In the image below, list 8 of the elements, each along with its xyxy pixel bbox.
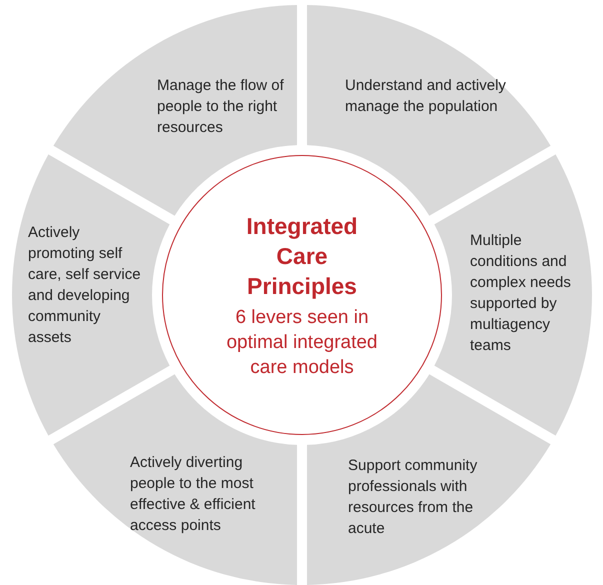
center-subtitle: 6 levers seen in optimal integrated care models: [225, 306, 379, 380]
lever-text: Actively diverting people to the most effective & efficient access points: [130, 453, 256, 536]
lever-text: Actively promoting self care, self service and developing community assets: [28, 223, 142, 348]
center-title: Integrated Care Principles: [245, 212, 359, 300]
lever-text: Support community professionals with resources from the acute: [348, 456, 478, 539]
lever-text: Understand and actively manage the population: [345, 76, 507, 117]
lever-text: Manage the flow of people to the right resources: [157, 76, 285, 138]
lever-text: Multiple conditions and complex needs supported by multiagency teams: [470, 231, 572, 356]
